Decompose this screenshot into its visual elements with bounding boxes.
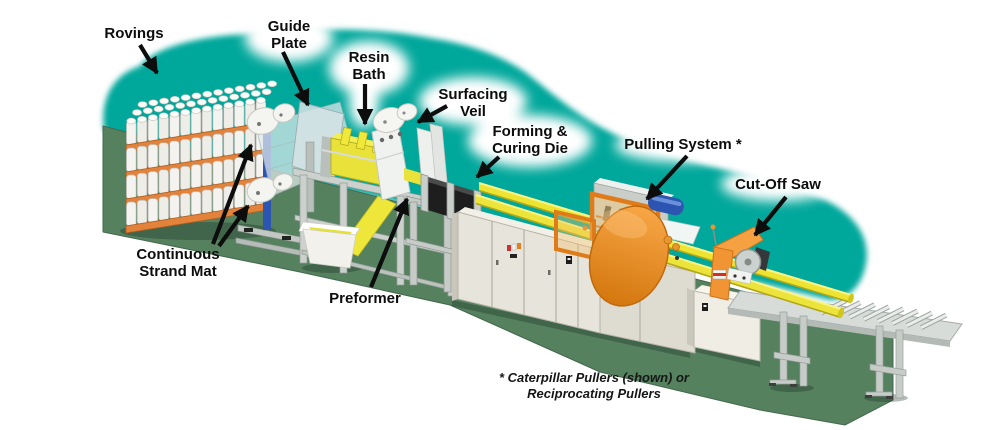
- resin-catch-tub: [298, 195, 397, 269]
- cutoff-saw-head: [709, 224, 770, 301]
- label-strand-mat-1: Continuous: [136, 246, 219, 263]
- footnote-line-2: Reciprocating Pullers: [527, 386, 661, 401]
- arrow-rovings: [138, 43, 159, 75]
- arrow-cutoff-saw: [753, 195, 788, 237]
- pulling-system-machine: [554, 178, 701, 307]
- footnote-line-1: * Caterpillar Pullers (shown) or: [499, 370, 690, 385]
- label-surfacing-veil-2: Veil: [460, 103, 486, 120]
- label-guide-plate-2: Plate: [271, 35, 307, 52]
- arrow-pulling-system: [645, 154, 689, 201]
- label-resin-bath-2: Bath: [352, 66, 385, 83]
- label-resin-bath-1: Resin: [349, 49, 390, 66]
- roller-table: [727, 290, 963, 399]
- surfacing-veil-spool: [372, 103, 418, 133]
- label-rovings: Rovings: [104, 25, 163, 42]
- label-forming-die-1: Forming &: [493, 123, 568, 140]
- label-forming-die-2: Curing Die: [492, 140, 568, 157]
- label-pulling-system: Pulling System *: [624, 136, 742, 153]
- arrow-forming-die: [475, 155, 501, 179]
- arrow-surfacing-veil: [416, 104, 449, 124]
- caterpillar-belt: [588, 205, 670, 307]
- warning-decals: [507, 243, 572, 264]
- arrow-strand-mat-2: [217, 204, 250, 248]
- label-guide-plate-1: Guide: [268, 18, 311, 35]
- annotation-arrows: [138, 43, 788, 288]
- puller-guard-frame-small: [554, 209, 596, 261]
- label-strand-mat-2: Strand Mat: [139, 263, 217, 280]
- label-surfacing-veil-1: Surfacing: [438, 86, 507, 103]
- arrow-strand-mat-1: [211, 143, 254, 245]
- arrow-guide-plate: [281, 51, 310, 107]
- label-preformer: Preformer: [329, 290, 401, 307]
- label-cutoff-saw: Cut-Off Saw: [735, 176, 821, 193]
- label-halos: [245, 14, 835, 201]
- arrow-preformer: [369, 197, 410, 288]
